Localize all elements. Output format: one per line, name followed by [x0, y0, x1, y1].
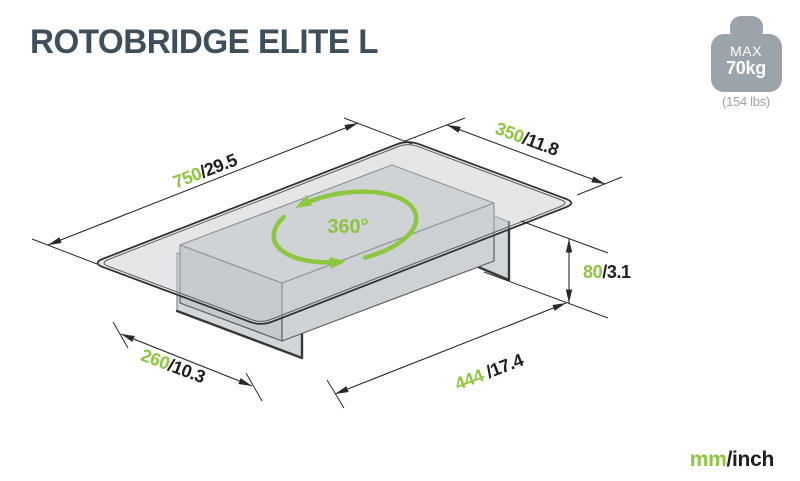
weight-badge: MAX 70kg (154 lbs) — [711, 16, 782, 109]
dim-label-top-depth: 350/11.8 — [493, 118, 562, 160]
page-title: ROTOBRIDGE ELITE L — [30, 23, 378, 61]
dim-height: 80/3.1 — [483, 220, 631, 319]
badge-weight-value: 70kg — [726, 58, 766, 78]
dim-label-base-span: 444 /17.4 — [452, 350, 526, 394]
rotation-label: 360° — [327, 216, 368, 238]
badge-max-label: MAX — [730, 43, 762, 59]
badge-weight-lbs: (154 lbs) — [722, 94, 770, 109]
dim-label-top-length: 750/29.5 — [170, 150, 240, 193]
dim-label-height: 80/3.1 — [583, 262, 631, 282]
dim-base-span: 444 /17.4 — [326, 302, 567, 409]
kettlebell-weight-icon — [711, 16, 782, 92]
dim-label-foot-depth: 260/10.3 — [138, 345, 208, 387]
units-legend: mm/inch — [690, 448, 774, 471]
